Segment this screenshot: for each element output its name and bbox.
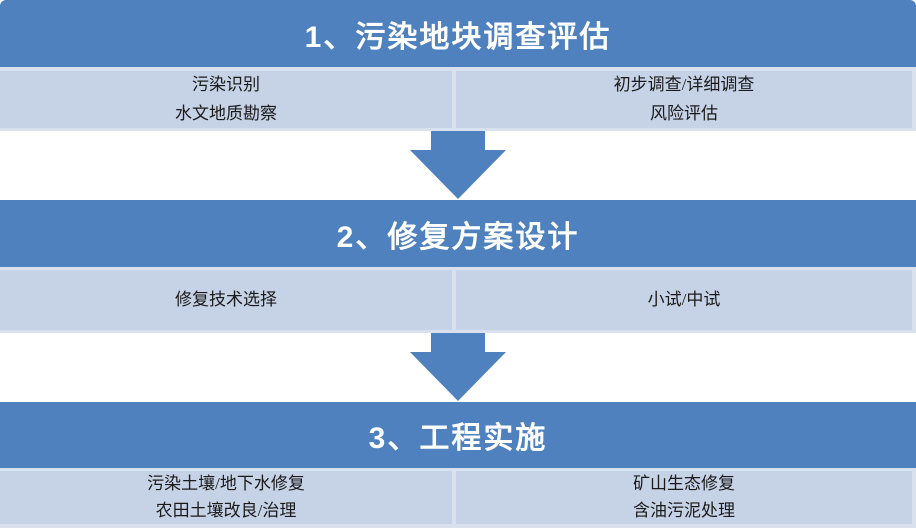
arrow-gap-2: [0, 333, 916, 402]
stage-1-title: 1、污染地块调查评估: [304, 20, 612, 54]
stage-3-header-bar: 3、工程实施: [0, 402, 916, 468]
divider: [0, 267, 916, 270]
column-divider: [452, 71, 456, 128]
stage-3-body: 污染土壤/地下水修复 农田土壤改良/治理 矿山生态修复 含油污泥处理: [0, 471, 916, 524]
stage-1: 1、污染地块调查评估 污染识别 水文地质勘察 初步调查/详细调查 风险评估: [0, 0, 916, 131]
divider: [0, 67, 916, 71]
stage-1-left-cell: 污染识别 水文地质勘察: [0, 71, 452, 128]
stage-2-title: 2、修复方案设计: [336, 220, 580, 254]
down-arrow-icon: [410, 131, 506, 199]
stage-3-left-item-1: 污染土壤/地下水修复: [147, 474, 305, 494]
stage-2-right-cell: 小试/中试: [456, 270, 912, 330]
right-edge-divider: [912, 270, 916, 330]
right-edge-divider: [912, 71, 916, 128]
divider: [0, 524, 916, 528]
right-edge-divider: [912, 471, 916, 524]
stage-2-body: 修复技术选择 小试/中试: [0, 270, 916, 330]
stage-2-right-item-1: 小试/中试: [647, 289, 721, 309]
stage-3-left-item-2: 农田土壤改良/治理: [155, 500, 297, 520]
divider: [0, 468, 916, 471]
stage-2-left-item-1: 修复技术选择: [175, 289, 277, 309]
stage-1-right-item-2: 风险评估: [650, 103, 718, 123]
stage-3-left-cell: 污染土壤/地下水修复 农田土壤改良/治理: [0, 471, 452, 524]
stage-1-header-bar: 1、污染地块调查评估: [0, 0, 916, 67]
down-arrow-icon: [410, 333, 506, 401]
stage-1-right-cell: 初步调查/详细调查 风险评估: [456, 71, 912, 128]
stage-3-title: 3、工程实施: [368, 422, 548, 455]
stage-3: 3、工程实施 污染土壤/地下水修复 农田土壤改良/治理 矿山生态修复 含油污泥处…: [0, 402, 916, 528]
stage-1-left-item-1: 污染识别: [192, 75, 260, 95]
stage-3-right-item-1: 矿山生态修复: [633, 474, 735, 494]
column-divider: [452, 270, 456, 330]
arrow-gap-1: [0, 131, 916, 200]
stage-2: 2、修复方案设计 修复技术选择 小试/中试: [0, 200, 916, 333]
divider: [0, 128, 916, 131]
stage-1-body: 污染识别 水文地质勘察 初步调查/详细调查 风险评估: [0, 71, 916, 128]
stage-1-right-item-1: 初步调查/详细调查: [613, 75, 755, 95]
column-divider: [452, 471, 456, 524]
stage-2-left-cell: 修复技术选择: [0, 270, 452, 330]
stage-3-right-cell: 矿山生态修复 含油污泥处理: [456, 471, 912, 524]
stage-1-left-item-2: 水文地质勘察: [175, 103, 277, 123]
divider: [0, 330, 916, 333]
stage-2-header-bar: 2、修复方案设计: [0, 200, 916, 267]
stage-3-right-item-2: 含油污泥处理: [633, 500, 735, 520]
